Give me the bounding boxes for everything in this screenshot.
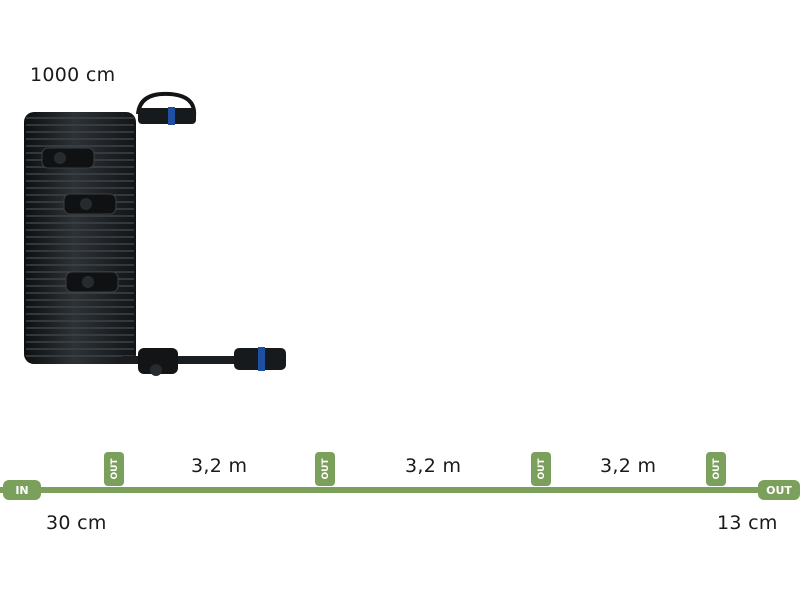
out-port-label: OUT — [321, 458, 331, 480]
segment-3-length: 3,2 m — [600, 455, 657, 477]
out-port-3: OUT — [531, 452, 551, 486]
segment-2-length: 3,2 m — [405, 455, 462, 477]
in-port: IN — [3, 480, 41, 500]
top-connector — [136, 91, 197, 125]
out-port-label: OUT — [537, 458, 547, 480]
bottom-lead — [120, 347, 286, 376]
in-port-label: IN — [15, 484, 28, 497]
cable-coil — [24, 112, 136, 364]
lead-in-length: 30 cm — [46, 512, 107, 534]
coiled-cable-image — [24, 91, 286, 376]
connection-diagram: IN OUT OUT OUT OUT OUT — [0, 452, 800, 500]
out-end-port: OUT — [758, 480, 800, 500]
segment-1-length: 3,2 m — [191, 455, 248, 477]
out-port-label: OUT — [110, 458, 120, 480]
lead-out-length: 13 cm — [717, 512, 778, 534]
out-port-1: OUT — [104, 452, 124, 486]
coil-t-connectors — [41, 147, 119, 293]
cable-length-label: 1000 cm — [30, 64, 116, 86]
out-port-label: OUT — [712, 458, 722, 480]
out-port-2: OUT — [315, 452, 335, 486]
out-end-port-label: OUT — [766, 484, 792, 497]
out-port-4: OUT — [706, 452, 726, 486]
